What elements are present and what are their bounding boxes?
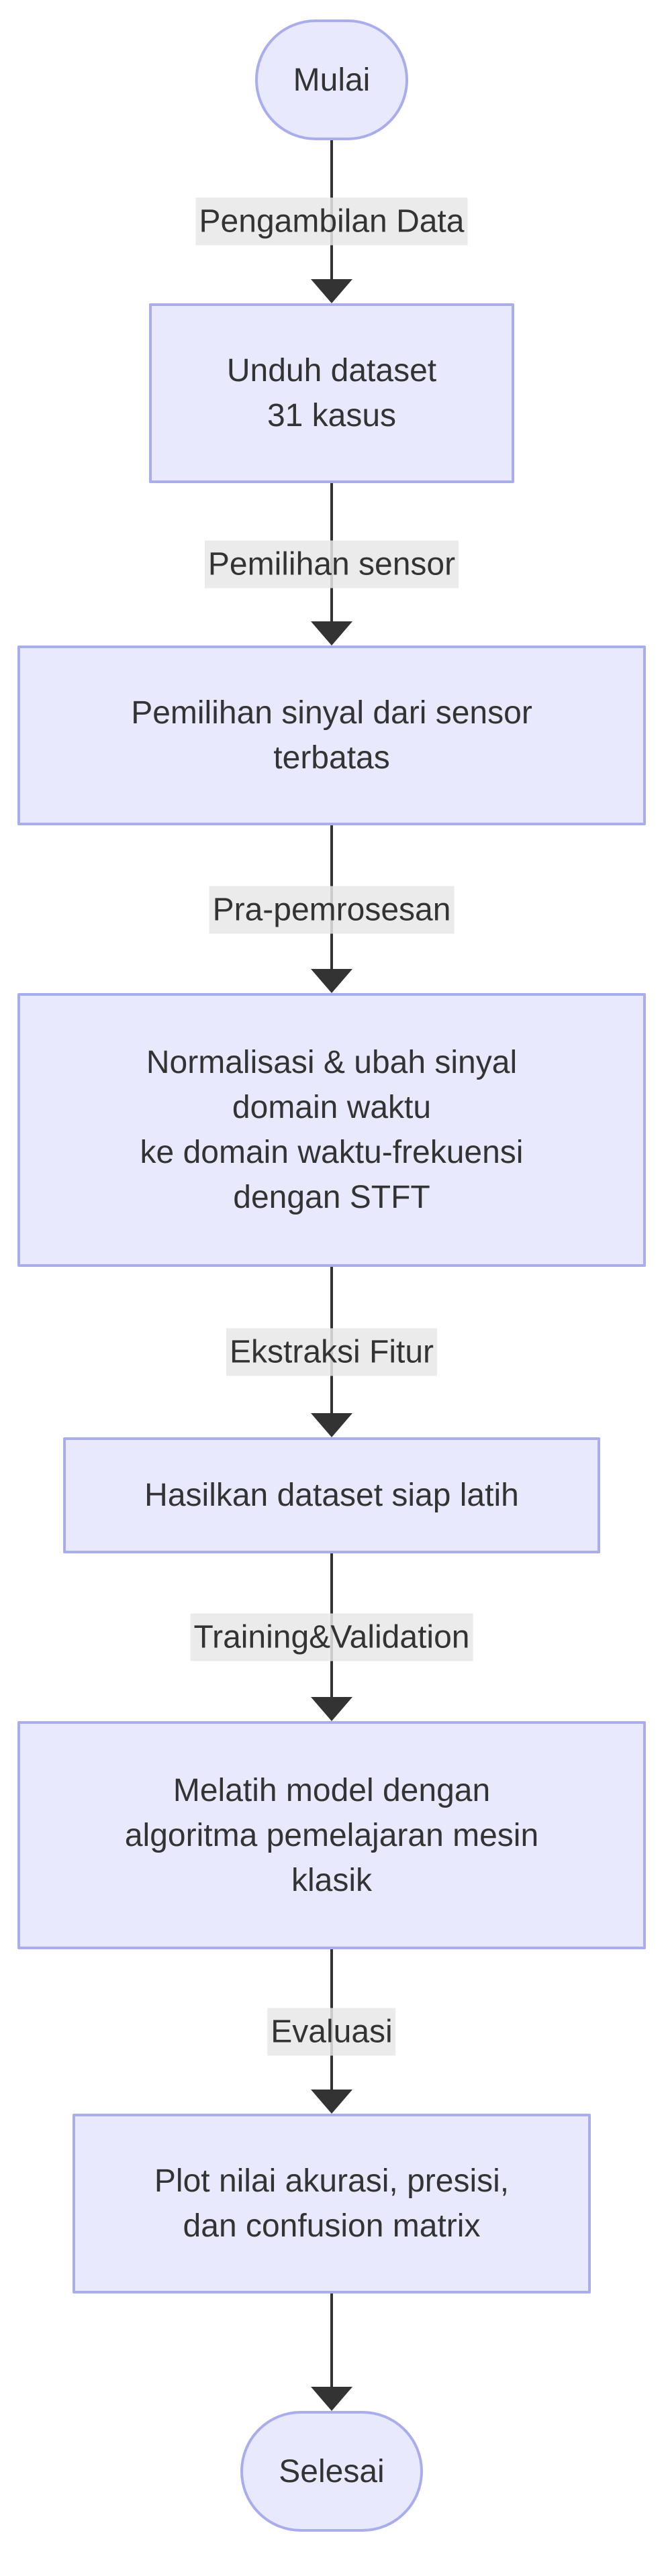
node-label-line: dengan STFT: [233, 1180, 430, 1215]
node-label: Mulai: [293, 62, 371, 98]
arrow-head-icon-6: [311, 2090, 352, 2114]
edge-label-training-validation: Training&Validation: [190, 1613, 473, 1661]
node-label-line: klasik: [291, 1862, 373, 1898]
node-label-line: terbatas: [273, 740, 390, 776]
node-label-line: 31 kasus: [267, 398, 397, 433]
node-unduh-dataset: Unduh dataset 31 kasus: [149, 303, 514, 483]
node-label-line: Normalisasi & ubah sinyal: [146, 1045, 518, 1080]
arrow-head-icon-7: [311, 2387, 352, 2411]
arrow-head-icon-1: [311, 279, 352, 303]
node-label-line: Plot nilai akurasi, presisi,: [154, 2163, 510, 2199]
edge-label-pemilihan-sensor: Pemilihan sensor: [204, 540, 459, 588]
node-pemilihan-sinyal: Pemilihan sinyal dari sensor terbatas: [17, 646, 646, 825]
node-plot-hasil: Plot nilai akurasi, presisi, dan confusi…: [73, 2114, 591, 2294]
node-label-line: ke domain waktu-frekuensi: [140, 1135, 524, 1170]
node-label-line: Melatih model dengan: [173, 1772, 491, 1808]
node-label-line: algoritma pemelajaran mesin: [124, 1817, 539, 1853]
node-end-selesai: Selesai: [240, 2411, 423, 2532]
arrow-head-icon-2: [311, 621, 352, 646]
edge-label-evaluasi: Evaluasi: [267, 2008, 396, 2056]
node-label-line: dan confusion matrix: [183, 2208, 481, 2244]
edge-label-pra-pemrosesan: Pra-pemrosesan: [209, 886, 455, 934]
arrow-head-icon-4: [311, 1413, 352, 1437]
node-label-line: Pemilihan sinyal dari sensor: [131, 695, 532, 731]
node-normalisasi-stft: Normalisasi & ubah sinyal domain waktu k…: [17, 993, 646, 1267]
arrow-head-icon-3: [311, 969, 352, 993]
edge-label-ekstraksi-fitur: Ekstraksi Fitur: [226, 1328, 438, 1376]
node-label-line: domain waktu: [232, 1090, 432, 1125]
node-start-mulai: Mulai: [255, 19, 408, 140]
node-label-line: Hasilkan dataset siap latih: [144, 1478, 519, 1513]
node-label: Selesai: [279, 2453, 385, 2489]
arrow-shaft-7: [330, 2294, 333, 2387]
edge-label-pengambilan-data: Pengambilan Data: [195, 197, 468, 246]
arrow-head-icon-5: [311, 1697, 352, 1721]
node-label-line: Unduh dataset: [226, 353, 437, 389]
node-melatih-model: Melatih model dengan algoritma pemelajar…: [17, 1721, 646, 1949]
node-hasilkan-dataset: Hasilkan dataset siap latih: [63, 1437, 600, 1553]
